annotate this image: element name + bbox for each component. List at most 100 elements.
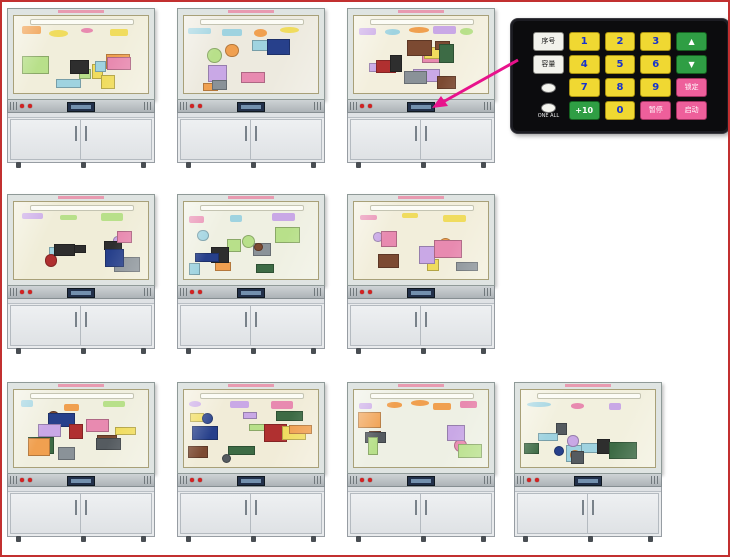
left-door[interactable] [180,305,253,346]
power-button[interactable] [20,478,24,482]
key-lock[interactable]: 锁定 [676,78,707,97]
board-label [80,28,94,34]
power-button[interactable] [527,478,531,482]
key-4[interactable]: 4 [568,55,600,74]
right-door[interactable] [249,493,322,534]
stop-button[interactable] [28,104,32,108]
right-door[interactable] [79,493,152,534]
key-9[interactable]: 9 [640,78,672,97]
stop-button[interactable] [28,290,32,294]
key-down[interactable]: ▼ [676,55,707,74]
door-handle[interactable] [424,312,427,327]
power-button[interactable] [190,290,194,294]
door-handle[interactable] [84,500,87,515]
board-label [279,26,300,34]
left-door[interactable] [350,305,423,346]
door-handle[interactable] [415,500,418,515]
board-label [229,400,249,409]
stop-button[interactable] [368,104,372,108]
board-component [457,444,483,459]
power-button[interactable] [20,104,24,108]
key-plus10[interactable]: +10 [568,101,600,120]
board-label [433,402,451,411]
stop-button[interactable] [28,478,32,482]
board-component [249,424,269,432]
right-door[interactable] [249,305,322,346]
fluorescent-lamp [370,205,474,211]
left-door[interactable] [517,493,590,534]
left-door[interactable] [350,493,423,534]
key-8[interactable]: 8 [604,78,636,97]
door-handle[interactable] [84,312,87,327]
key-start[interactable]: 启动 [676,101,707,120]
power-button[interactable] [190,104,194,108]
key-2[interactable]: 2 [604,32,636,51]
display-board [347,8,495,100]
door-handle[interactable] [75,126,78,141]
board-panel [13,201,149,280]
door-handle[interactable] [424,500,427,515]
left-door[interactable] [180,493,253,534]
power-button[interactable] [360,290,364,294]
door-handle[interactable] [415,312,418,327]
right-door[interactable] [79,305,152,346]
door-handle[interactable] [245,500,248,515]
door-handle[interactable] [415,126,418,141]
key-1[interactable]: 1 [568,32,600,51]
control-console [7,100,155,113]
caster-wheel [311,536,316,542]
board-component [567,435,579,447]
power-button[interactable] [190,478,194,482]
right-door[interactable] [419,305,492,346]
vent-grille-icon [350,102,358,110]
left-door[interactable] [10,493,83,534]
right-door[interactable] [79,119,152,160]
stop-button[interactable] [368,478,372,482]
right-door[interactable] [419,493,492,534]
board-title-strip [58,384,104,387]
board-label [358,27,376,35]
door-handle[interactable] [245,126,248,141]
board-label [21,400,34,408]
key-up[interactable]: ▲ [676,32,707,51]
board-component [447,424,466,441]
key-5[interactable]: 5 [604,55,636,74]
door-handle[interactable] [591,500,594,515]
key-pause[interactable]: 暂停 [640,101,672,120]
door-handle[interactable] [254,312,257,327]
door-handle[interactable] [84,126,87,141]
power-button[interactable] [360,478,364,482]
key-6[interactable]: 6 [640,55,672,74]
left-door[interactable] [10,119,83,160]
board-label [359,215,377,221]
stop-button[interactable] [198,290,202,294]
door-handle[interactable] [424,126,427,141]
door-handle[interactable] [75,312,78,327]
stop-button[interactable] [535,478,539,482]
cabinet-base [177,299,325,354]
power-button[interactable] [360,104,364,108]
board-component [380,230,397,247]
key-0[interactable]: 0 [604,101,636,120]
board-component [620,445,629,455]
board-component [609,441,638,460]
power-button[interactable] [20,290,24,294]
key-3[interactable]: 3 [640,32,672,51]
stop-button[interactable] [198,104,202,108]
left-door[interactable] [350,119,423,160]
stop-button[interactable] [368,290,372,294]
door-handle[interactable] [245,312,248,327]
door-handle[interactable] [582,500,585,515]
door-handle[interactable] [75,500,78,515]
door-handle[interactable] [254,126,257,141]
door-handle[interactable] [254,500,257,515]
caster-wheel [251,348,256,354]
right-door[interactable] [586,493,659,534]
right-door[interactable] [419,119,492,160]
left-door[interactable] [10,305,83,346]
stop-button[interactable] [198,478,202,482]
left-door[interactable] [180,119,253,160]
key-7[interactable]: 7 [568,78,600,97]
right-door[interactable] [249,119,322,160]
